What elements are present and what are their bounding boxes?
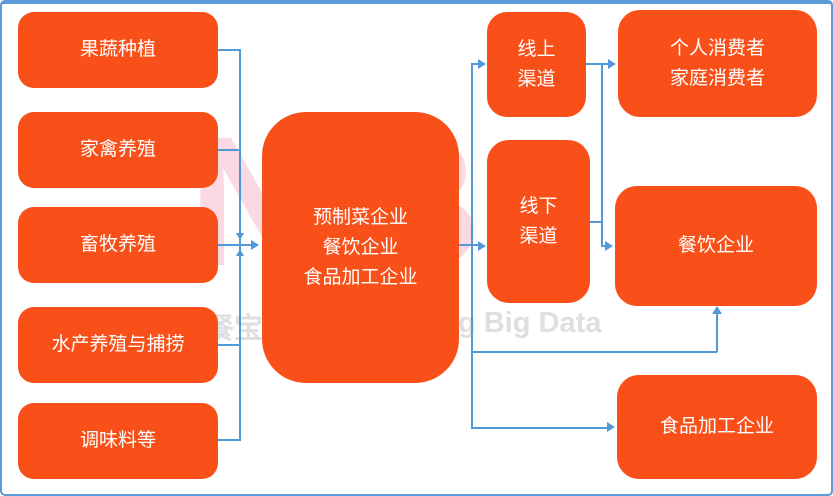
arrowhead-into-catering-left bbox=[605, 241, 613, 251]
node-seasonings: 调味料等 bbox=[18, 403, 218, 479]
node-label: 餐饮企业 bbox=[677, 235, 754, 256]
node-online-channel: 线上 渠道 bbox=[487, 12, 586, 117]
consumers-line-1: 个人消费者 bbox=[669, 37, 765, 59]
offline-channel-line-2: 渠道 bbox=[519, 225, 558, 247]
offline-channel-line-1: 线下 bbox=[519, 195, 558, 217]
connector-offline-to-merge bbox=[590, 221, 603, 223]
connector-bus-to-online bbox=[471, 63, 479, 65]
connector-online-to-consumers bbox=[584, 63, 608, 65]
node-poultry-farming: 家禽养殖 bbox=[18, 112, 218, 188]
riser-into-catering bbox=[716, 314, 718, 352]
node-food-processing-enterprises: 食品加工企业 bbox=[617, 375, 817, 479]
node-label: 家禽养殖 bbox=[79, 139, 156, 160]
connector-poultry-to-bus bbox=[218, 149, 240, 151]
connector-bus-to-catering-bottom bbox=[471, 351, 717, 353]
channel-merge-line bbox=[601, 63, 603, 247]
node-label: 水产养殖与捕捞 bbox=[51, 334, 185, 355]
arrowhead-into-consumers bbox=[608, 59, 616, 69]
arrowhead-into-online-channel bbox=[478, 59, 486, 69]
arrowhead-into-center-box bbox=[251, 240, 259, 250]
connector-seasoning-to-bus bbox=[218, 439, 240, 441]
arrowhead-into-catering-bottom bbox=[712, 306, 722, 314]
center-line-3: 食品加工企业 bbox=[303, 266, 418, 288]
node-label: 调味料等 bbox=[79, 430, 156, 451]
node-center-enterprises: 预制菜企业 餐饮企业 食品加工企业 bbox=[262, 112, 459, 383]
node-offline-channel: 线下 渠道 bbox=[487, 140, 590, 303]
node-catering-enterprises: 餐饮企业 bbox=[615, 186, 817, 306]
node-consumers: 个人消费者 家庭消费者 bbox=[618, 10, 817, 117]
node-label: 食品加工企业 bbox=[659, 416, 774, 437]
center-line-2: 餐饮企业 bbox=[322, 236, 399, 258]
center-line-1: 预制菜企业 bbox=[312, 206, 408, 228]
node-aquaculture-fishing: 水产养殖与捕捞 bbox=[18, 307, 218, 383]
connector-fruit-to-bus bbox=[218, 49, 240, 51]
junction-down-arrowhead bbox=[236, 233, 244, 240]
junction-up-arrowhead bbox=[236, 249, 244, 256]
connector-merge-to-catering bbox=[601, 245, 607, 247]
online-channel-line-2: 渠道 bbox=[517, 68, 556, 90]
watermark-text-right: g Big Data bbox=[458, 307, 602, 339]
connector-center-to-offline bbox=[459, 244, 479, 246]
arrowhead-into-offline-channel bbox=[478, 241, 486, 251]
node-label: 畜牧养殖 bbox=[79, 234, 156, 255]
connector-aquatic-to-bus bbox=[218, 344, 240, 346]
left-bus-line bbox=[239, 49, 241, 441]
arrowhead-into-food-processing bbox=[607, 422, 615, 432]
online-channel-line-1: 线上 bbox=[517, 38, 556, 60]
node-label: 果蔬种植 bbox=[79, 39, 156, 60]
node-livestock-farming: 畜牧养殖 bbox=[18, 207, 218, 283]
connector-bus-to-food-processing bbox=[471, 427, 607, 429]
node-fruit-vegetable-planting: 果蔬种植 bbox=[18, 12, 218, 88]
consumers-line-2: 家庭消费者 bbox=[669, 67, 765, 89]
right-bus-line bbox=[471, 63, 473, 428]
connector-livestock-to-center bbox=[218, 244, 252, 246]
